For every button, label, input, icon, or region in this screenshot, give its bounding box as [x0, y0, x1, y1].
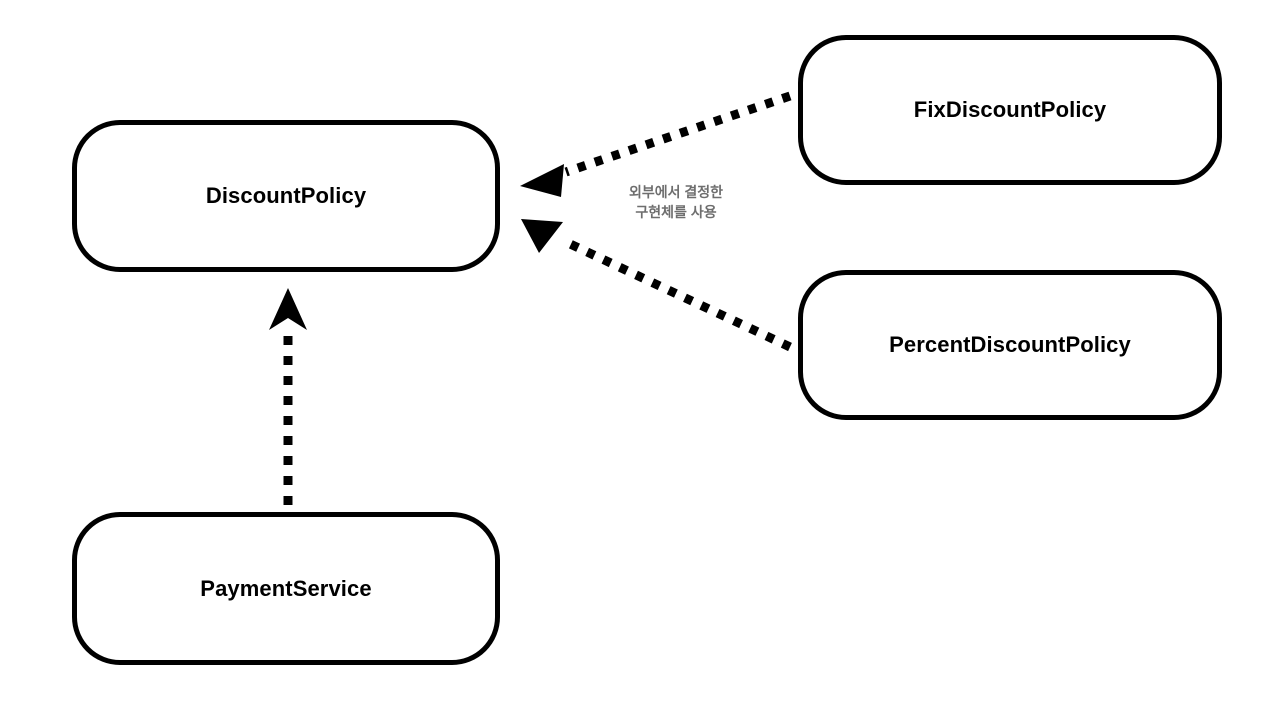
- edge-fix-to-discount-arrowhead: [520, 164, 564, 197]
- node-fix-discount-policy-label: FixDiscountPolicy: [913, 97, 1107, 122]
- edge-percent-to-discount-arrowhead: [521, 219, 563, 253]
- node-payment-service[interactable]: PaymentService: [72, 512, 500, 665]
- node-payment-service-label: PaymentService: [200, 575, 372, 601]
- node-discount-policy-label: DiscountPolicy: [205, 183, 367, 208]
- edge-percent-to-discount: [521, 219, 792, 352]
- node-percent-discount-policy[interactable]: PercentDiscountPolicy: [798, 270, 1222, 420]
- edge-payment-to-discount: [269, 288, 307, 505]
- edge-percent-to-discount-line: [566, 238, 792, 352]
- edge-annotation-text: 외부에서 결정한 구현체를 사용: [628, 184, 724, 221]
- node-fix-discount-policy[interactable]: FixDiscountPolicy: [798, 35, 1222, 185]
- node-discount-policy[interactable]: DiscountPolicy: [72, 120, 500, 272]
- edge-payment-to-discount-arrowhead: [269, 288, 307, 330]
- edge-fix-to-discount-line: [564, 91, 792, 177]
- node-percent-discount-policy-label: PercentDiscountPolicy: [889, 332, 1131, 357]
